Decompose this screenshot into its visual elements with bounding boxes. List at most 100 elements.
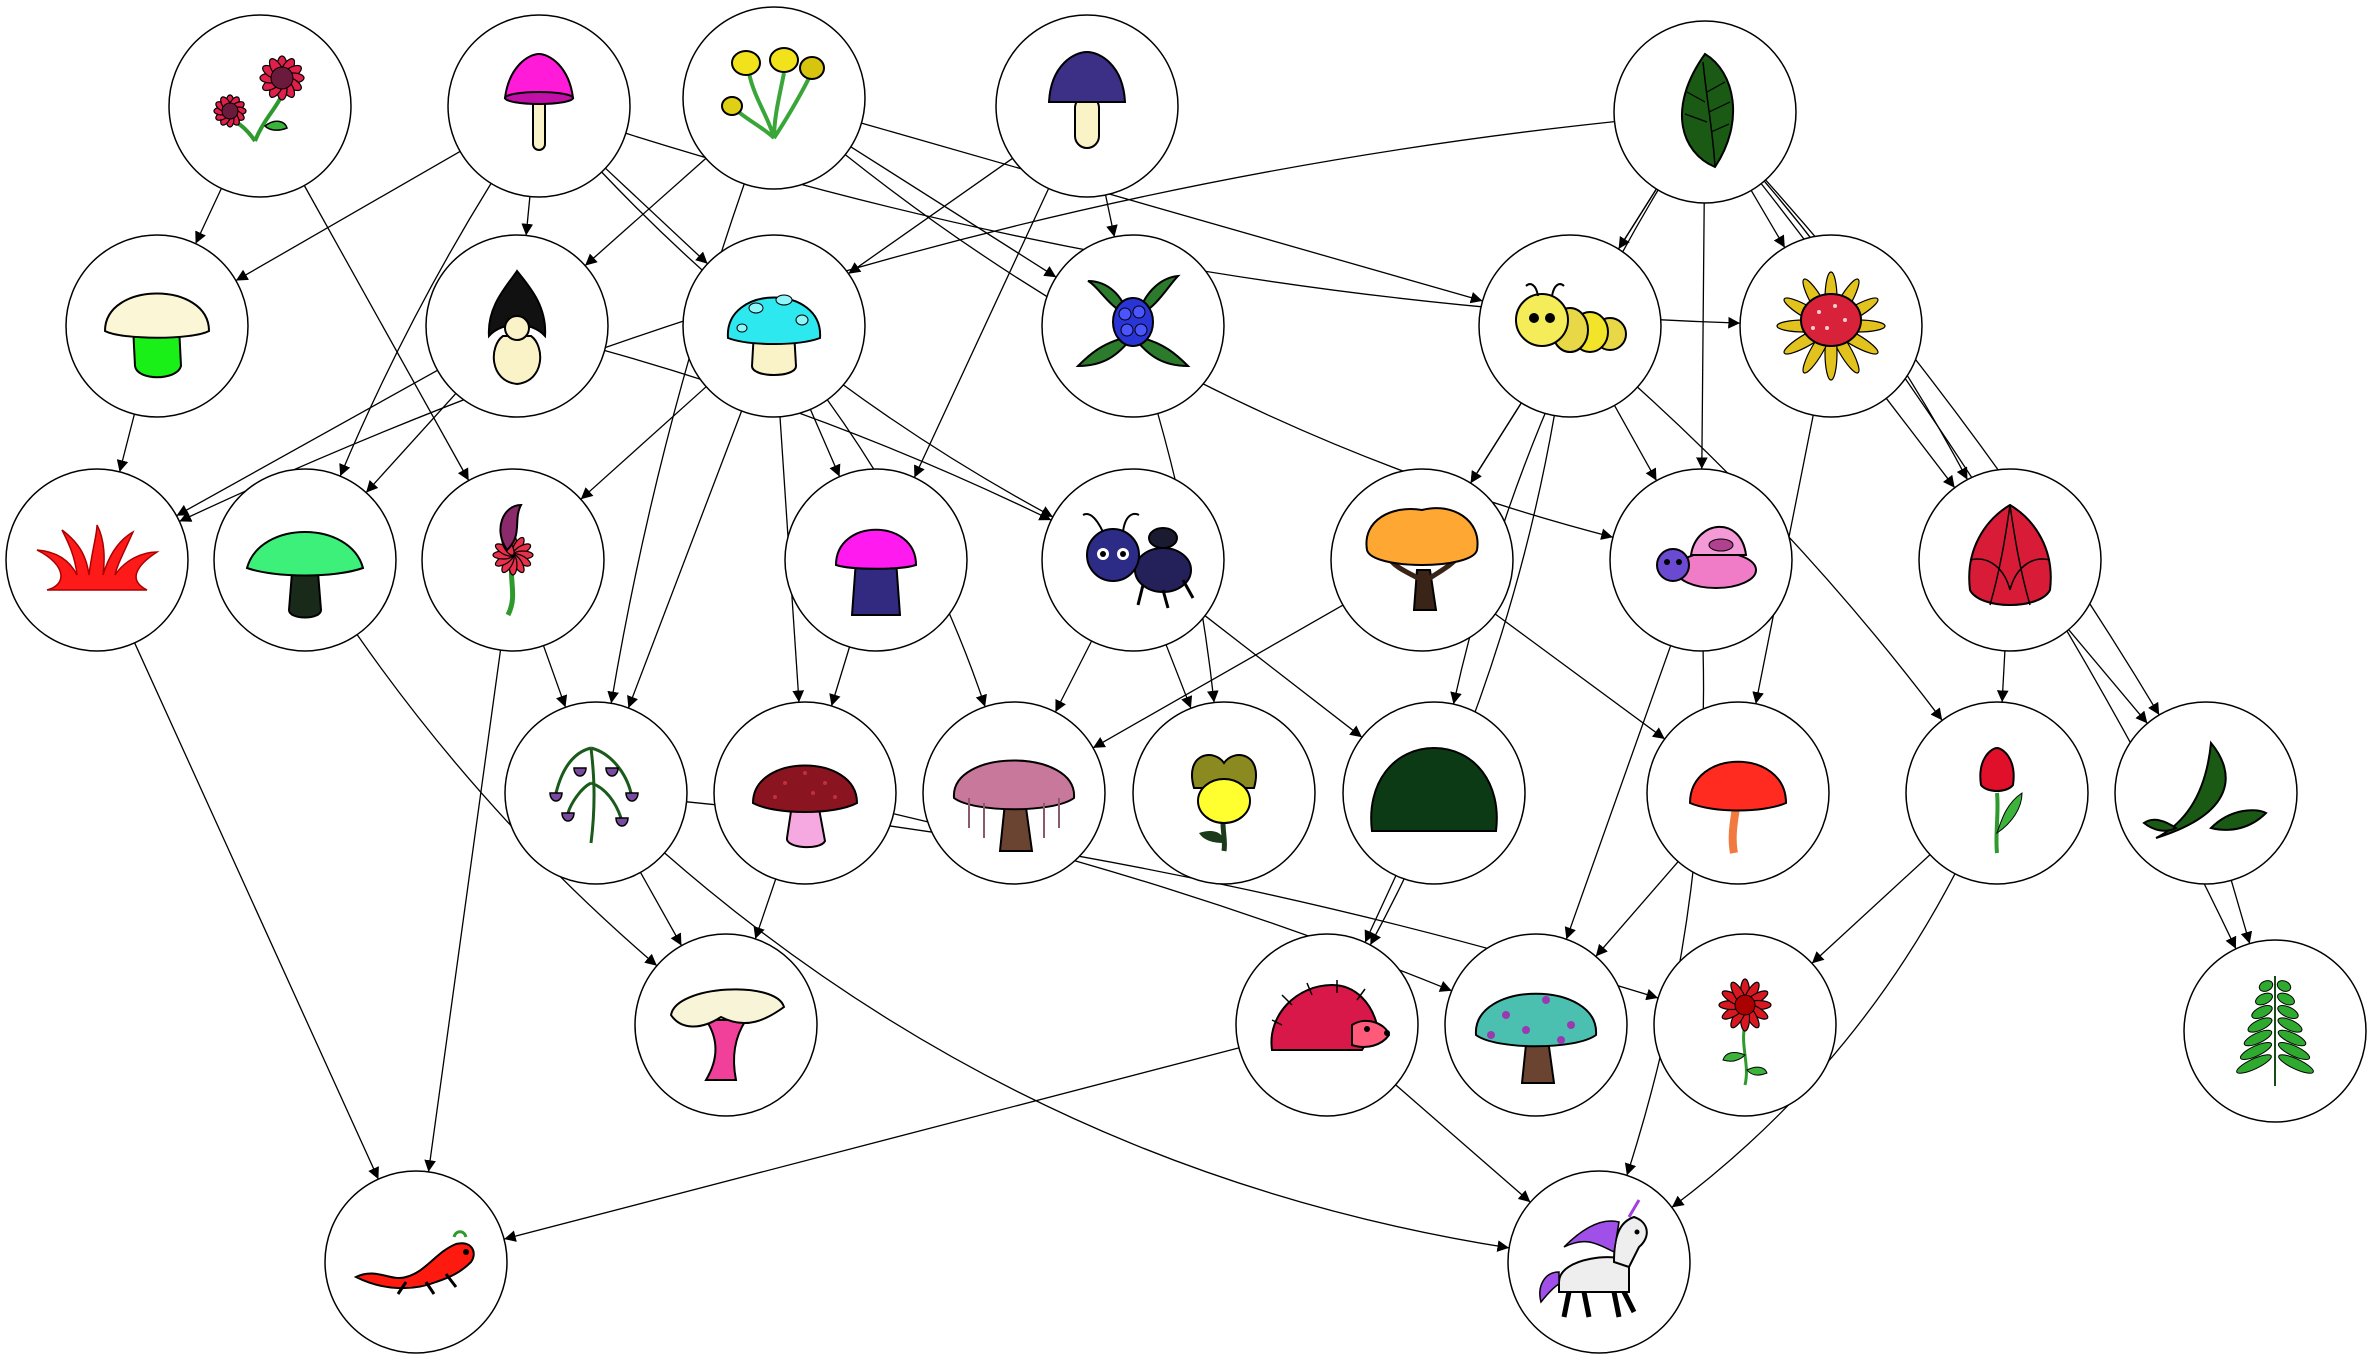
edge-yellow_buds-to-dark_cap_mushroom xyxy=(584,157,707,267)
pink-bug-icon xyxy=(1656,525,1757,589)
node-green_bush[interactable] xyxy=(1342,701,1526,885)
edge-red_toadstool-to-teal_tree xyxy=(1595,861,1679,957)
node-teal_tree[interactable] xyxy=(1444,933,1628,1117)
node-fern[interactable] xyxy=(2183,939,2367,1123)
edge-dark_cap_mushroom-to-red_grass xyxy=(176,369,438,517)
node-navy_ant[interactable] xyxy=(1041,468,1225,652)
edge-caterpillar-to-red_tulip xyxy=(1637,386,1943,721)
node-yellow_buds[interactable] xyxy=(682,6,866,190)
node-caterpillar[interactable] xyxy=(1478,234,1662,418)
purple-bud-flower-icon xyxy=(492,503,534,617)
red-hedgehog-icon xyxy=(1270,980,1391,1051)
red-orange-toadstool-icon xyxy=(1688,760,1788,854)
green-leaf-icon xyxy=(1681,52,1735,169)
node-circle xyxy=(682,6,866,190)
edge-yellow_buds-to-caterpillar xyxy=(861,122,1483,304)
node-green_stem_mushroom[interactable] xyxy=(65,234,249,418)
edge-magenta_mushroom-to-dark_cap_mushroom xyxy=(521,196,534,236)
edge-indigo_mushroom-to-magenta_tall_mushroom xyxy=(913,188,1050,478)
edge-green_stem_mushroom-to-red_grass xyxy=(116,413,136,473)
node-circle xyxy=(504,701,688,885)
node-red_lizard[interactable] xyxy=(324,1170,508,1354)
node-daisy_flowers[interactable] xyxy=(168,14,352,198)
edge-green_leaves-to-fern xyxy=(2230,880,2253,944)
edge-green_leaf-to-red_grass xyxy=(179,120,1615,522)
node-orange_tree[interactable] xyxy=(1330,468,1514,652)
node-circle xyxy=(324,1170,508,1354)
edge-magenta_mushroom-to-green_stem_mushroom xyxy=(235,150,461,282)
edge-indigo_mushroom-to-blackberry xyxy=(1104,194,1118,238)
node-red_grass[interactable] xyxy=(5,468,189,652)
node-red_rose[interactable] xyxy=(1653,933,1837,1117)
node-cyan_mushroom[interactable] xyxy=(682,234,866,418)
edge-cyan_mushroom-to-bellflower xyxy=(627,410,743,709)
node-unicorn[interactable] xyxy=(1507,1170,1691,1354)
yellow-caterpillar-icon xyxy=(1515,283,1627,353)
edge-dark_cap_mushroom-to-green_parasol xyxy=(365,392,457,494)
node-pink_willow[interactable] xyxy=(922,701,1106,885)
node-strawberry_flower[interactable] xyxy=(1739,234,1923,418)
navy-ant-icon xyxy=(1082,513,1195,609)
edge-magenta_mushroom-to-green_parasol xyxy=(339,183,492,477)
edge-red_spotted_mushroom-to-cream_chanterelle xyxy=(753,878,777,940)
edge-magenta_mushroom-to-cyan_mushroom xyxy=(604,167,709,265)
cream-chanterelle-icon xyxy=(669,988,786,1081)
edge-green_parasol-to-cream_chanterelle xyxy=(356,634,658,967)
edge-dark_cap_mushroom-to-navy_ant xyxy=(604,349,1052,521)
node-green_leaves[interactable] xyxy=(2114,701,2298,885)
node-red_tulip[interactable] xyxy=(1905,701,2089,885)
edge-red_bud-to-red_tulip xyxy=(1996,650,2009,703)
node-bellflower[interactable] xyxy=(504,701,688,885)
orange-tree-icon xyxy=(1365,507,1479,611)
edge-cyan_mushroom-to-magenta_tall_mushroom xyxy=(809,409,841,477)
node-cream_chanterelle[interactable] xyxy=(634,933,818,1117)
edge-navy_ant-to-pink_willow xyxy=(1054,640,1093,713)
node-green_parasol[interactable] xyxy=(213,468,397,652)
red-spotted-mushroom-icon xyxy=(751,764,859,849)
red-grass-icon xyxy=(36,524,160,591)
bellflower-icon xyxy=(549,746,639,844)
node-indigo_mushroom[interactable] xyxy=(995,14,1179,198)
blackberry-icon xyxy=(1075,274,1191,368)
node-green_leaf[interactable] xyxy=(1613,20,1797,204)
pink-willow-tree-icon xyxy=(952,759,1076,852)
node-red_spotted_mushroom[interactable] xyxy=(713,701,897,885)
node-magenta_mushroom[interactable] xyxy=(447,14,631,198)
red-tulip-icon xyxy=(1979,746,2023,854)
edge-red_grass-to-red_lizard xyxy=(134,642,379,1180)
node-pink_bug[interactable] xyxy=(1609,468,1793,652)
node-circle xyxy=(168,14,352,198)
edge-bellflower-to-cream_chanterelle xyxy=(639,872,683,946)
edge-green_leaf-to-pink_bug xyxy=(1696,202,1708,470)
strawberry-flower-icon xyxy=(1776,271,1886,381)
edge-caterpillar-to-orange_tree xyxy=(1470,402,1522,484)
edge-purple_bud-to-red_lizard xyxy=(424,650,502,1172)
green-leaves-icon xyxy=(2142,740,2268,839)
node-dark_cap_mushroom[interactable] xyxy=(425,234,609,418)
node-blackberry[interactable] xyxy=(1041,234,1225,418)
edge-yellow_buds-to-blackberry xyxy=(850,146,1057,278)
node-magenta_tall_mushroom[interactable] xyxy=(784,468,968,652)
red-rose-icon xyxy=(1718,978,1772,1086)
node-red_toadstool[interactable] xyxy=(1646,701,1830,885)
edge-orange_tree-to-red_toadstool xyxy=(1494,613,1666,740)
red-artichoke-bud-icon xyxy=(1968,503,2052,606)
edge-strawberry_flower-to-red_bud xyxy=(1885,397,1956,489)
node-yellow_pansy[interactable] xyxy=(1132,701,1316,885)
indigo-mushroom-icon xyxy=(1047,50,1127,149)
green-parasol-mushroom-icon xyxy=(245,531,365,619)
edge-bellflower-to-unicorn xyxy=(664,852,1510,1252)
edge-navy_ant-to-green_bush xyxy=(1204,615,1363,738)
green-stem-mushroom-icon xyxy=(103,292,211,379)
node-red_bud[interactable] xyxy=(1918,468,2102,652)
node-purple_bud[interactable] xyxy=(421,468,605,652)
node-red_hedgehog[interactable] xyxy=(1235,933,1419,1117)
unicorn-icon xyxy=(1539,1199,1648,1318)
edge-red_tulip-to-red_rose xyxy=(1811,854,1931,964)
red-daisy-flowers-icon xyxy=(213,55,305,143)
dark-green-bush-icon xyxy=(1370,746,1498,832)
yellow-buds-icon xyxy=(721,47,825,140)
teal-fruit-tree-icon xyxy=(1474,992,1598,1084)
dark-cap-mushroom-icon xyxy=(487,269,547,386)
